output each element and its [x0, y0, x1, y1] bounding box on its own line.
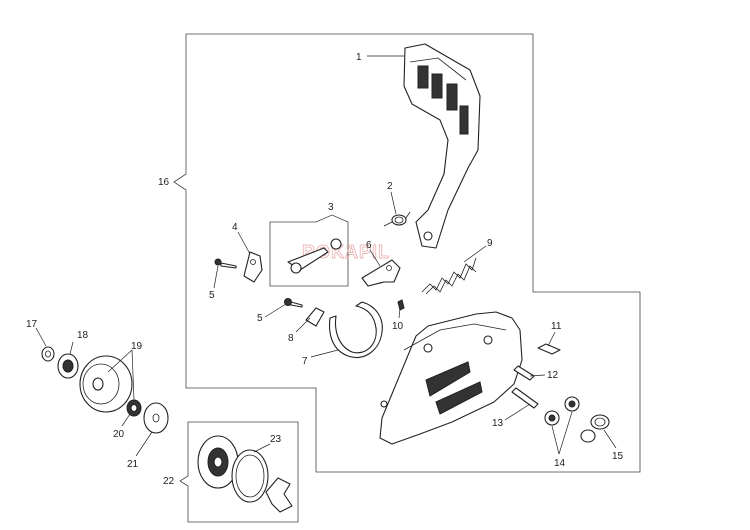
- part-brake-band: [328, 301, 383, 358]
- callout-13: 13: [492, 418, 504, 429]
- callout-19: 19: [131, 341, 143, 352]
- part-brake-spring: [421, 257, 477, 295]
- callout-5: 5: [209, 290, 215, 301]
- part-screw-kit: [287, 238, 342, 274]
- part-screw-upper: [214, 258, 237, 269]
- callout-11: 11: [551, 321, 562, 332]
- callout-3: 3: [328, 202, 334, 213]
- part-bar-nut: [544, 396, 580, 426]
- callout-22: 22: [163, 476, 175, 487]
- part-torsion-spring: [383, 211, 411, 227]
- callout-6: 6: [366, 240, 372, 251]
- callout-7: 7: [302, 356, 308, 367]
- kit-22-frame: [179, 421, 299, 523]
- part-clutch-assembly: [197, 435, 239, 489]
- callout-4: 4: [232, 222, 238, 233]
- callout-12: 12: [547, 370, 559, 381]
- callout-1: 1: [356, 52, 362, 63]
- callout-10: 10: [392, 321, 404, 332]
- part-clutch-drum: [79, 355, 133, 413]
- part-bearing: [57, 353, 79, 379]
- part-stud-long: [511, 387, 539, 409]
- callout-16: 16: [158, 177, 170, 188]
- part-bolt: [537, 343, 561, 355]
- part-band-clip: [305, 307, 325, 327]
- part-needle-bearing: [126, 399, 142, 417]
- assembly-16-frame: [173, 33, 641, 473]
- part-screw-lower: [284, 298, 303, 308]
- part-washer-clip: [580, 414, 610, 443]
- watermark: ROKAPIL: [302, 242, 390, 262]
- part-washer: [41, 346, 55, 362]
- callout-18: 18: [77, 330, 89, 341]
- callout-8: 8: [288, 333, 294, 344]
- callout-17: 17: [26, 319, 38, 330]
- part-small-pin: [397, 299, 405, 311]
- callout-15: 15: [612, 451, 624, 462]
- part-ring-and-wing-nut: [231, 449, 293, 513]
- callout-9: 9: [487, 238, 493, 249]
- part-sprocket-cover: [379, 311, 523, 445]
- kit-3-bracket: [269, 214, 349, 287]
- part-brake-lever: [243, 251, 263, 283]
- callout-5: 5: [257, 313, 263, 324]
- leader-lines: [35, 55, 617, 457]
- part-front-hand-guard: [403, 43, 481, 249]
- callout-14: 14: [554, 458, 566, 469]
- callout-2: 2: [387, 181, 393, 192]
- part-cover-plate: [143, 402, 169, 434]
- callout-labels: 1 2 3 4 5 5 6 7 8 9 10 11 12 13 14 15 16…: [26, 52, 624, 487]
- callout-21: 21: [127, 459, 139, 470]
- callout-20: 20: [113, 429, 125, 440]
- part-link-lever: [361, 259, 401, 287]
- callout-23: 23: [270, 434, 282, 445]
